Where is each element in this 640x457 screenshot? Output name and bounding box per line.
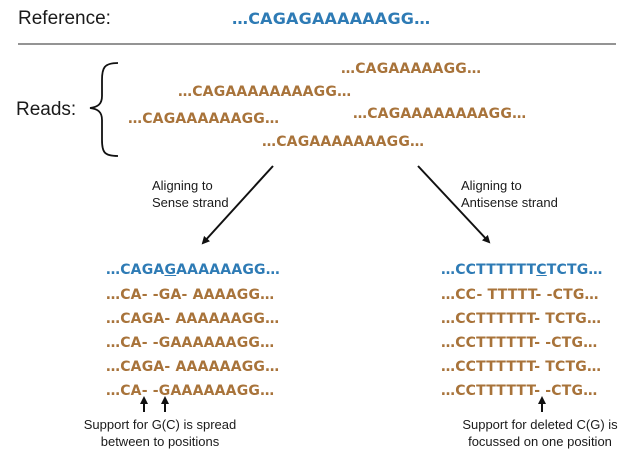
antisense-ref-highlight: C [536, 262, 547, 278]
sense-caption-line1: Support for G(C) is spread [83, 417, 237, 432]
antisense-label-line1: Aligning to [461, 178, 522, 193]
read-2: …CAGAAAAAAAAGG… [178, 84, 352, 100]
sense-alignment: …CA- -GA- AAAAGG… [106, 287, 275, 303]
sense-label-line2: Sense strand [152, 195, 229, 210]
sense-label-line1: Aligning to [152, 178, 213, 193]
antisense-label-line2: Antisense strand [461, 195, 558, 210]
sense-alignment: …CA- -GAAAAAAGG… [106, 383, 275, 399]
antisense-caption-line2: focussed on one position [468, 434, 612, 449]
antisense-arrow [417, 165, 491, 244]
reads-brace [89, 62, 119, 157]
antisense-alignment: …CC- TTTTT- -CTG… [441, 287, 599, 303]
reference-label: Reference: [18, 8, 111, 29]
sense-alignment: …CA- -GAAAAAAGG… [106, 335, 275, 351]
read-4: …CAGAAAAAAAAGG… [353, 106, 527, 122]
antisense-alignment: …CCTTTTTT- TCTG… [441, 359, 602, 375]
sense-alignment: …CAGA- AAAAAAGG… [106, 359, 280, 375]
reads-label: Reads: [16, 99, 77, 120]
antisense-alignment: …CCTTTTTT- TCTG… [441, 311, 602, 327]
sense-caption-line2: between to positions [100, 434, 220, 449]
sense-ref-prefix: …CAGA [106, 262, 165, 278]
sense-arrow-label: Aligning to Sense strand [152, 177, 229, 211]
sense-arrow [201, 165, 274, 245]
antisense-ref-prefix: …CCTTTTTT [441, 262, 537, 278]
antisense-arrow-label: Aligning to Antisense strand [461, 177, 558, 211]
sense-alignment: …CAGA- AAAAAAGG… [106, 311, 280, 327]
read-5: …CAGAAAAAAAGG… [262, 134, 425, 150]
reference-sequence: …CAGAGAAAAAAGG… [232, 9, 431, 28]
antisense-alignment: …CCTTTTTT- -CTG… [441, 383, 598, 399]
read-3: …CAGAAAAAAGG… [128, 111, 280, 127]
antisense-caption: Support for deleted C(G) is focussed on … [440, 416, 640, 450]
sense-caption: Support for G(C) is spread between to po… [60, 416, 260, 450]
antisense-alignment: …CCTTTTTT- -CTG… [441, 335, 598, 351]
read-1: …CAGAAAAAGG… [341, 61, 482, 77]
sense-ref-suffix: AAAAAAGG… [176, 262, 280, 278]
sense-reference: …CAGAGAAAAAAGG… [106, 262, 280, 278]
antisense-ref-suffix: TCTG… [546, 262, 603, 278]
antisense-reference: …CCTTTTTTCTCTG… [441, 262, 603, 278]
sense-ref-highlight: G [164, 262, 177, 278]
antisense-caption-line1: Support for deleted C(G) is [462, 417, 618, 432]
